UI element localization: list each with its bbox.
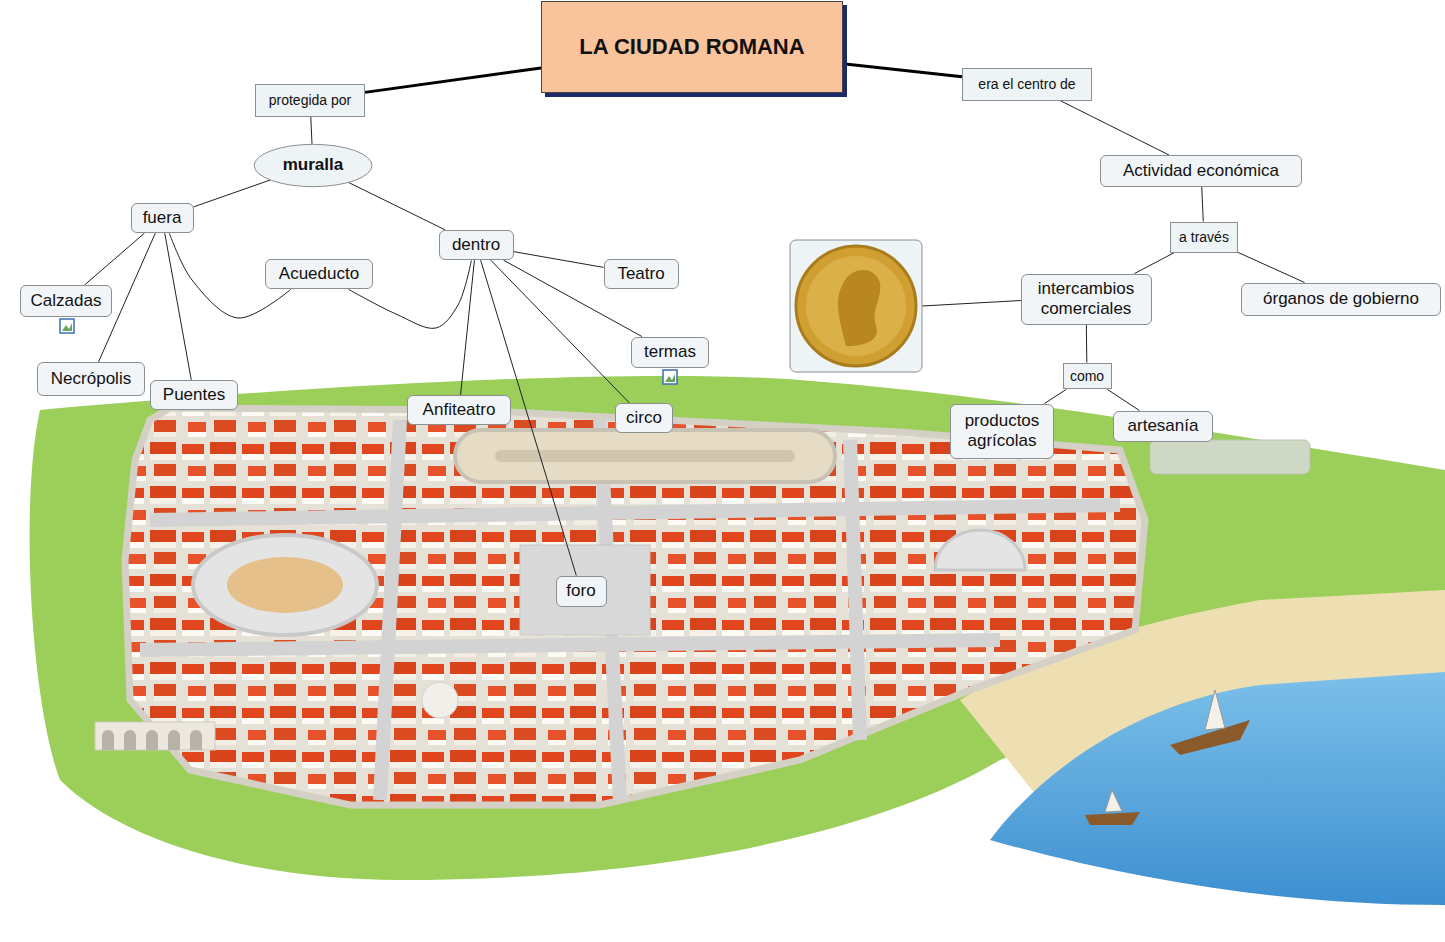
connector — [1202, 187, 1204, 222]
linking-phrase: como — [1063, 363, 1112, 390]
concept-box: Teatro — [604, 259, 679, 289]
baths-dome — [422, 682, 458, 718]
node-text: órganos de gobierno — [1263, 289, 1419, 309]
city-wall — [125, 408, 1145, 805]
node-text: muralla — [283, 155, 343, 175]
node-text: protegida por — [269, 92, 352, 109]
gold-coin — [796, 246, 916, 366]
picture-frame — [790, 240, 922, 372]
node-text: como — [1070, 368, 1104, 385]
connector — [1060, 101, 1169, 156]
linking-phrase: era el centro de — [962, 68, 1092, 101]
image-icon — [663, 370, 677, 384]
ship-sail — [1205, 690, 1225, 730]
concept-box: Acueducto — [265, 259, 373, 289]
concept-box: fuera — [131, 203, 194, 233]
node-text: artesanía — [1128, 416, 1199, 436]
concept-box: Puentes — [150, 380, 238, 410]
concept-ellipse: muralla — [253, 143, 373, 188]
concept-box: Calzadas — [20, 285, 112, 317]
concept-box: Anfiteatro — [407, 395, 511, 425]
concept-box: Necrópolis — [37, 362, 145, 396]
linking-phrase: a través — [1170, 222, 1238, 253]
necropolis-plot — [1150, 440, 1310, 474]
ship-sail — [1105, 790, 1122, 812]
node-text: termas — [644, 342, 696, 362]
ships — [1085, 690, 1250, 825]
river — [990, 672, 1445, 905]
node-text: intercambios comerciales — [1030, 279, 1143, 320]
concept-box: foro — [556, 576, 607, 607]
connector — [311, 117, 312, 144]
node-text: LA CIUDAD ROMANA — [579, 34, 804, 60]
node-text: a través — [1179, 229, 1229, 246]
theatre — [935, 530, 1025, 570]
concept-box: circo — [615, 403, 673, 433]
node-text: dentro — [452, 235, 500, 255]
connector — [514, 252, 604, 268]
coin-picture — [790, 240, 1030, 372]
connector — [1044, 389, 1066, 403]
node-text: productos agrícolas — [959, 411, 1045, 452]
connector — [348, 182, 445, 230]
concept-box: productos agrícolas — [950, 404, 1054, 459]
street — [150, 505, 1120, 520]
street — [140, 640, 1000, 650]
node-text: fuera — [143, 208, 182, 228]
coin-portrait — [838, 270, 880, 346]
node-text: Teatro — [617, 264, 664, 284]
connector — [365, 68, 541, 92]
concept-box: órganos de gobierno — [1241, 283, 1441, 316]
concept-box: dentro — [439, 230, 514, 260]
picture-connector — [922, 300, 1030, 306]
image-icons — [60, 319, 677, 384]
concept-box: termas — [631, 337, 709, 368]
node-text: foro — [566, 581, 595, 601]
node-text: Puentes — [163, 385, 225, 405]
connector — [461, 260, 475, 395]
connector — [1086, 325, 1087, 363]
ellipse-shape — [254, 144, 372, 186]
concept-box: artesanía — [1113, 411, 1213, 442]
connector — [843, 64, 962, 77]
connector — [1135, 253, 1175, 274]
image-icon — [60, 319, 74, 333]
concept-box: intercambios comerciales — [1021, 274, 1152, 325]
streets — [140, 420, 1120, 800]
connector — [1107, 389, 1139, 410]
ship-hull — [1085, 812, 1140, 825]
coin-field — [806, 256, 906, 356]
street — [850, 440, 860, 740]
forum-square — [520, 545, 650, 635]
connector — [1238, 252, 1305, 282]
aqueduct-arches — [102, 730, 202, 750]
concept-box: Actividad económica — [1100, 155, 1302, 187]
title-box: LA CIUDAD ROMANA — [541, 1, 843, 93]
aqueduct-bridge — [95, 722, 215, 750]
node-text: Actividad económica — [1123, 161, 1279, 181]
circus — [455, 430, 835, 482]
node-text: circo — [626, 408, 662, 428]
node-text: Anfiteatro — [423, 400, 496, 420]
landscape — [30, 376, 1445, 905]
image-icon-mark — [665, 374, 675, 382]
aqueduct — [95, 722, 215, 750]
connector — [194, 180, 271, 207]
linking-phrase: protegida por — [255, 84, 365, 117]
street — [380, 420, 400, 800]
node-text: Acueducto — [279, 264, 359, 284]
node-text: era el centro de — [978, 76, 1075, 93]
image-icon-mark — [62, 323, 72, 331]
amphitheatre — [193, 535, 377, 635]
city — [125, 408, 1145, 805]
arena — [227, 557, 343, 613]
node-text: Calzadas — [31, 291, 102, 311]
node-text: Necrópolis — [51, 369, 131, 389]
